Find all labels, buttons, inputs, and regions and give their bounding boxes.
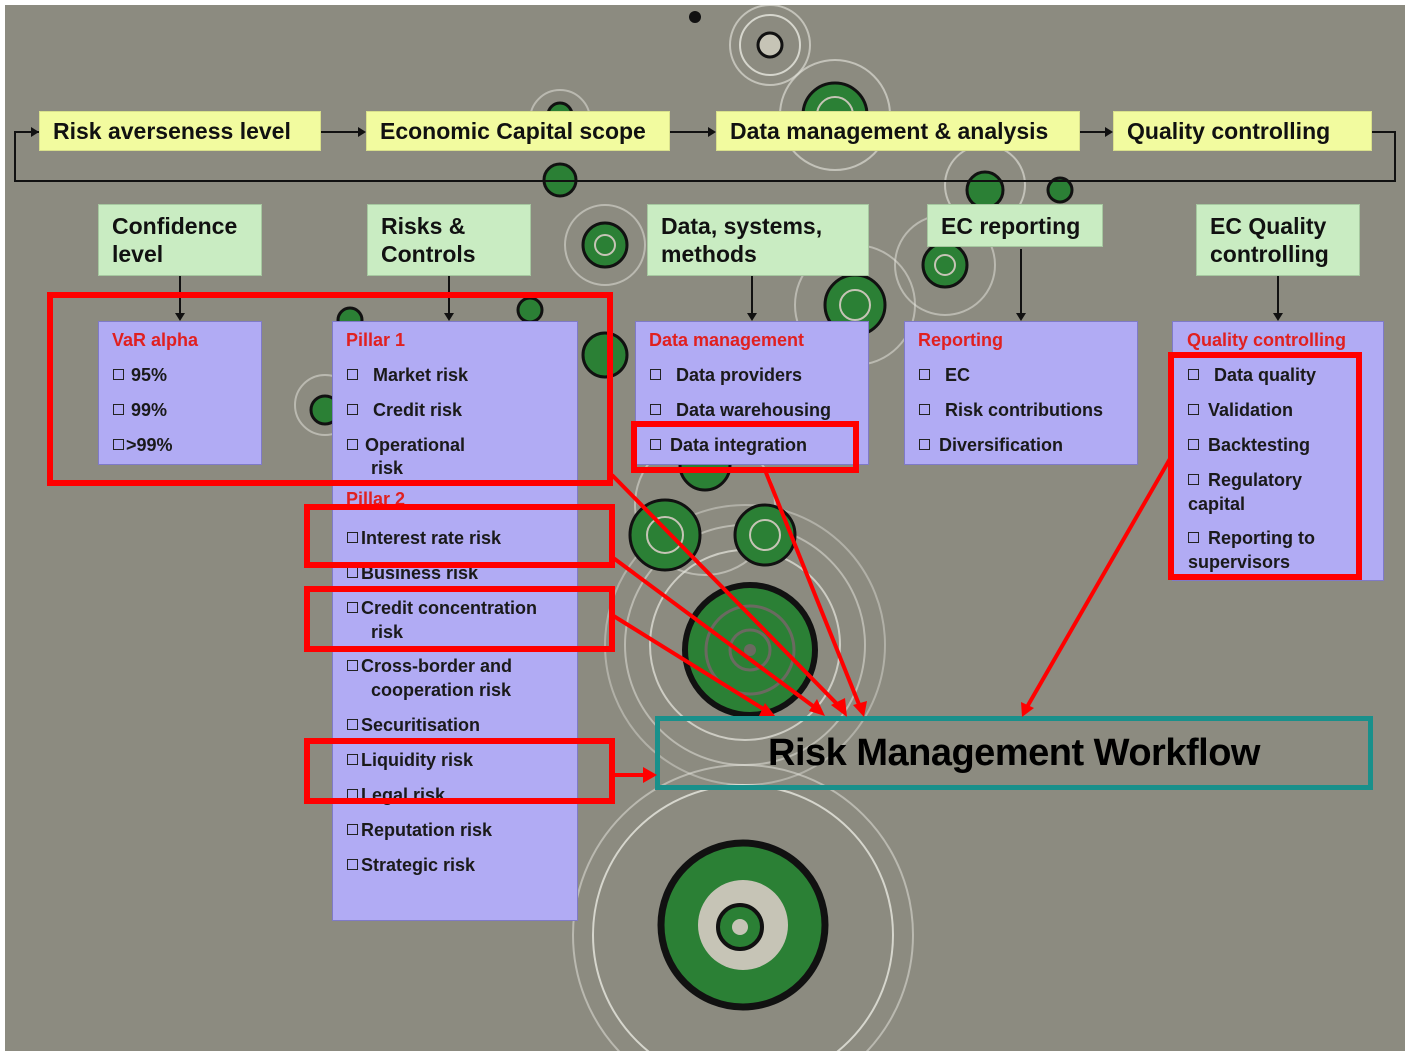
checkbox-icon [650,439,661,450]
list-item: Regulatory [1188,468,1302,492]
checkbox-icon [650,369,661,380]
category-line: Data, systems, [661,213,823,239]
phase-label: Economic Capital scope [380,117,646,144]
checkbox-icon [919,369,930,380]
checkbox-icon [347,602,358,613]
checkbox-icon [347,567,358,578]
list-item: Credit concentration [347,596,537,620]
category-line: Risks & [381,213,466,239]
list-item: Data integration [650,433,807,457]
risk-management-workflow-box: Risk Management Workflow [655,716,1373,790]
category-line: level [112,241,164,267]
category-line: controlling [1210,241,1329,267]
list-item: Cross-border and [347,654,512,678]
phase-loop-connector [14,127,1396,182]
checkbox-icon [1188,404,1199,415]
list-item-continued: supervisors [1188,552,1291,572]
checkbox-icon [919,404,930,415]
diagram-canvas: Risk averseness level Economic Capital s… [5,5,1405,1051]
category-ec-reporting: EC reporting [927,204,1103,247]
list-item-continued: cooperation risk [371,680,512,700]
workflow-label: Risk Management Workflow [768,731,1260,774]
checkbox-icon [347,754,358,765]
phase-quality-controlling: Quality controlling [1113,111,1372,151]
list-item: Market risk [347,363,468,387]
category-line: EC reporting [941,213,1081,239]
checkbox-icon [347,439,358,450]
checkbox-icon [347,532,358,543]
category-line: Controls [381,241,476,267]
list-item: Data quality [1188,363,1316,387]
list-item: Securitisation [347,713,480,737]
list-title: VaR alpha [112,330,199,350]
checkbox-icon [113,439,124,450]
list-item: Reputation risk [347,818,492,842]
list-item-continued: capital [1188,494,1246,514]
checkbox-icon [347,369,358,380]
category-line: Confidence [112,213,238,239]
checkbox-icon [1188,532,1199,543]
list-item: Data warehousing [650,398,831,422]
checkbox-icon [347,859,358,870]
list-var-alpha: VaR alpha 95% 99% >99% [98,321,262,465]
list-item: 99% [113,398,167,422]
checkbox-icon [919,439,930,450]
list-reporting: Reporting EC Risk contributions Diversif… [904,321,1138,465]
category-line: methods [661,241,757,267]
list-item: Strategic risk [347,853,475,877]
list-item: Legal risk [347,783,445,807]
category-ec-quality-controlling: EC Quality controlling [1196,204,1360,276]
list-item: Business risk [347,561,478,585]
list-item: Reporting to [1188,526,1315,550]
checkbox-icon [1188,369,1199,380]
checkbox-icon [347,719,358,730]
list-title: Pillar 1 [346,330,406,350]
list-item-continued: risk [371,622,404,642]
list-data-management: Data management Data providers Data ware… [635,321,869,465]
list-item: >99% [113,433,173,457]
list-item: Operational [347,433,465,457]
list-item: Risk contributions [919,398,1103,422]
list-item: Backtesting [1188,433,1310,457]
list-title: Pillar 2 [346,489,406,509]
list-title: Data management [649,330,805,350]
checkbox-icon [347,789,358,800]
list-item: 95% [113,363,167,387]
phase-label: Data management & analysis [730,117,1049,144]
phase-label: Quality controlling [1127,117,1331,144]
list-item: Diversification [919,433,1063,457]
checkbox-icon [1188,439,1199,450]
list-item: Validation [1188,398,1293,422]
list-item: Interest rate risk [347,526,501,550]
list-item-continued: risk [371,458,404,478]
list-item: EC [919,363,970,387]
list-title: Reporting [918,330,1003,350]
checkbox-icon [1188,474,1199,485]
checkbox-icon [113,369,124,380]
list-title: Quality controlling [1187,330,1347,350]
list-item: Credit risk [347,398,462,422]
phase-data-management: Data management & analysis [716,111,1080,151]
phase-label: Risk averseness level [53,117,291,144]
phase-economic-capital-scope: Economic Capital scope [366,111,670,151]
list-item: Liquidity risk [347,748,473,772]
category-line: EC Quality [1210,213,1327,239]
category-confidence-level: Confidence level [98,204,262,276]
category-data-systems-methods: Data, systems, methods [647,204,869,276]
checkbox-icon [650,404,661,415]
checkbox-icon [347,660,358,671]
checkbox-icon [113,404,124,415]
list-pillar-risks: Pillar 1 Market risk Credit risk Operati… [332,321,578,921]
phase-risk-averseness: Risk averseness level [39,111,321,151]
list-quality-controlling: Quality controlling Data quality Validat… [1172,321,1384,581]
checkbox-icon [347,824,358,835]
checkbox-icon [347,404,358,415]
list-item: Data providers [650,363,802,387]
category-risks-controls: Risks & Controls [367,204,531,276]
